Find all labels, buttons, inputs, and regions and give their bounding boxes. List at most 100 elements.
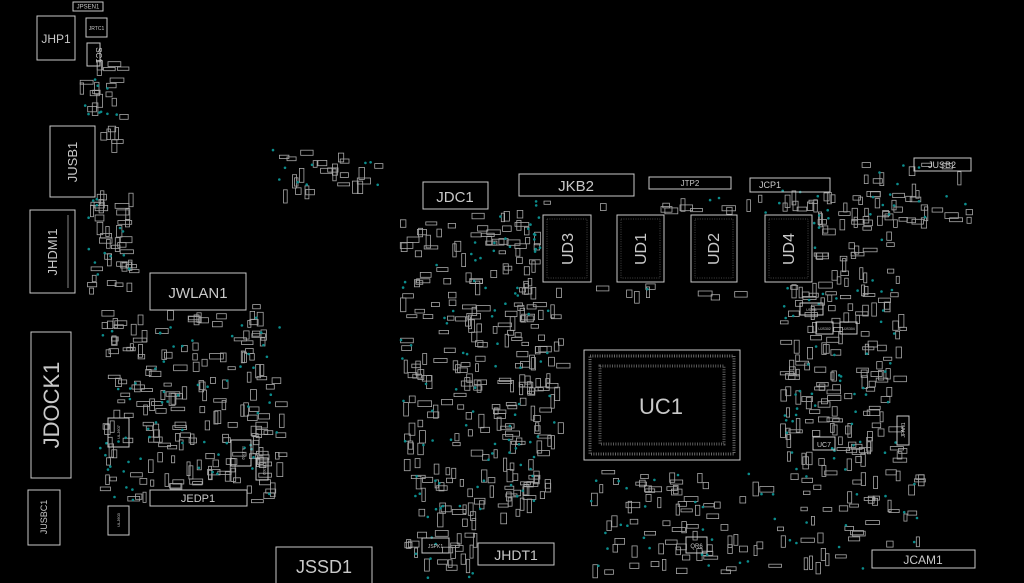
passive-component xyxy=(824,470,838,476)
passive-component xyxy=(629,562,640,569)
component-jpsen1[interactable]: JPSEN1 xyxy=(72,1,104,12)
passive-component xyxy=(507,497,513,507)
passive-component xyxy=(814,386,826,391)
passive-component xyxy=(889,446,904,451)
passive-component xyxy=(163,351,173,359)
component-jrtc1[interactable]: JRTC1 xyxy=(85,17,108,38)
component-jssd1[interactable]: JSSD1 xyxy=(275,546,373,583)
component-ujs304[interactable]: UJS304 xyxy=(839,321,858,335)
test-point xyxy=(251,467,254,470)
test-point xyxy=(431,409,434,413)
passive-component xyxy=(497,379,513,384)
test-point xyxy=(87,112,90,116)
component-ulj607[interactable]: ULJ607 xyxy=(107,417,130,448)
component-ud3[interactable]: UD3 xyxy=(542,214,592,283)
passive-component xyxy=(658,543,664,555)
passive-component xyxy=(686,524,699,529)
test-point xyxy=(217,453,220,456)
passive-component xyxy=(400,297,407,313)
passive-component xyxy=(851,207,858,222)
passive-component xyxy=(863,219,873,227)
passive-component xyxy=(163,382,172,387)
passive-component xyxy=(424,558,430,572)
passive-component xyxy=(810,306,815,321)
test-point xyxy=(191,339,194,342)
passive-component xyxy=(899,326,907,331)
component-jusb2[interactable]: JUSB2 xyxy=(913,157,972,172)
passive-component xyxy=(843,202,848,213)
component-ud1[interactable]: UD1 xyxy=(616,214,665,283)
passive-component xyxy=(756,541,764,550)
test-point xyxy=(95,203,99,207)
passive-component xyxy=(443,347,456,353)
passive-component xyxy=(255,421,268,429)
passive-component xyxy=(456,533,462,545)
passive-component xyxy=(278,154,290,159)
passive-component xyxy=(94,81,100,95)
test-point xyxy=(676,473,680,477)
component-jkb2[interactable]: JKB2 xyxy=(518,173,635,197)
component-uc1[interactable]: UC1 xyxy=(583,349,741,461)
passive-component xyxy=(860,472,867,486)
test-point xyxy=(409,344,413,347)
test-point xyxy=(707,564,710,567)
passive-component xyxy=(418,227,424,238)
passive-component xyxy=(187,315,201,323)
passive-component xyxy=(481,469,488,483)
passive-component xyxy=(120,392,131,398)
component-ulj603[interactable]: ULJ603 xyxy=(107,505,130,536)
component-jcam1[interactable]: JCAM1 xyxy=(871,549,976,569)
component-jspk1[interactable]: JSPK1 xyxy=(421,537,450,554)
passive-component xyxy=(478,500,485,510)
test-point xyxy=(881,309,885,312)
component-qr6[interactable]: QR6 xyxy=(685,536,708,554)
passive-component xyxy=(662,559,667,571)
passive-component xyxy=(210,376,216,384)
component-jhdt1[interactable]: JHDT1 xyxy=(477,542,555,566)
passive-component xyxy=(862,226,872,231)
component-ulj202[interactable]: ULJ202 xyxy=(230,439,252,467)
component-jedp1[interactable]: JEDP1 xyxy=(149,489,248,507)
test-point xyxy=(473,386,477,390)
passive-component xyxy=(830,349,842,356)
passive-component xyxy=(903,513,908,522)
test-point xyxy=(852,444,855,447)
passive-component xyxy=(721,205,736,212)
passive-component xyxy=(825,291,837,296)
test-point xyxy=(784,316,787,320)
passive-component xyxy=(862,304,869,317)
test-point xyxy=(794,413,798,417)
test-point xyxy=(139,457,142,461)
test-point xyxy=(532,455,536,459)
test-point xyxy=(474,259,477,262)
passive-component xyxy=(512,473,519,481)
test-point xyxy=(529,467,532,471)
passive-component xyxy=(535,422,540,432)
test-point xyxy=(778,201,781,205)
passive-component xyxy=(142,421,154,427)
component-jhdmi1[interactable]: JHDMI1 xyxy=(29,209,76,294)
component-jdock1[interactable]: JDOCK1 xyxy=(30,331,72,479)
component-jdc1[interactable]: JDC1 xyxy=(422,181,489,210)
component-jtp2[interactable]: JTP2 xyxy=(648,176,732,190)
passive-component xyxy=(119,236,133,244)
test-point xyxy=(889,362,892,365)
component-us302[interactable]: US302 xyxy=(255,457,269,481)
component-jusbc1[interactable]: JUSBC1 xyxy=(27,489,61,546)
component-jcp1[interactable]: JCP1 xyxy=(749,177,831,193)
test-point xyxy=(127,267,131,271)
component-ujs302[interactable]: UJS302 xyxy=(815,321,834,335)
passive-component xyxy=(414,250,422,258)
component-ud4[interactable]: UD4 xyxy=(764,214,813,283)
component-jhp1[interactable]: JHP1 xyxy=(36,15,76,61)
component-us301[interactable]: US301 xyxy=(799,302,824,316)
component-sc1[interactable]: SC1 xyxy=(86,42,103,67)
component-ud2[interactable]: UD2 xyxy=(690,214,738,283)
test-point xyxy=(760,492,763,496)
component-jwlan1[interactable]: JWLAN1 xyxy=(149,272,247,311)
passive-component xyxy=(447,291,457,299)
component-jusb1[interactable]: JUSB1 xyxy=(49,125,96,198)
component-uc7[interactable]: UC7 xyxy=(812,436,836,451)
small-components-layer xyxy=(79,60,973,579)
component-jfan1[interactable]: JFAN1 xyxy=(896,415,910,446)
